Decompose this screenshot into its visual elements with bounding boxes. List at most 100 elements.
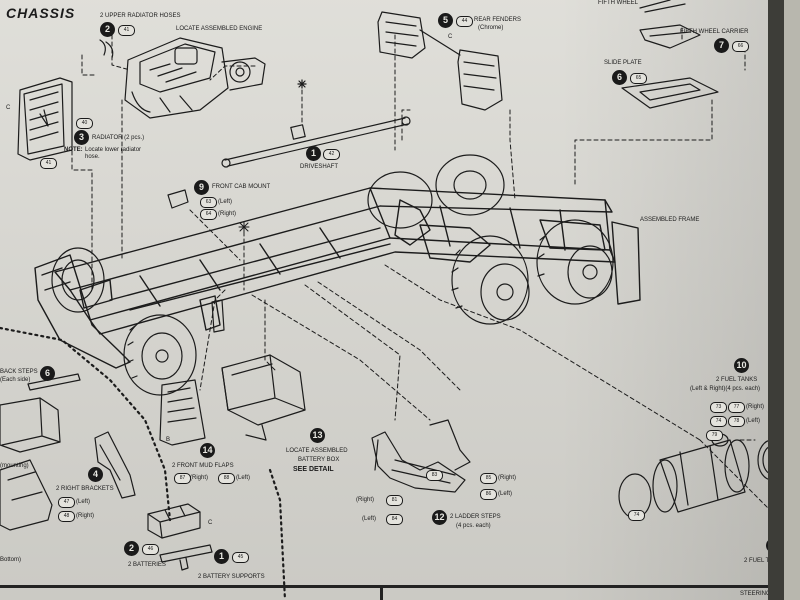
batteries-step: 2 [124,541,139,556]
brackets-step: 4 [88,467,103,482]
back-steps-sublabel: (Each side) [0,377,31,383]
brackets-label: 2 RIGHT BRACKETS [56,486,114,492]
detail-boundary [0,326,172,522]
cab-mount-left: (Left) [218,199,233,205]
radiator-step: 3 [74,130,89,145]
fuel-tanks-sublabel: (Left & Right)(4 pcs. each) [690,386,761,392]
ladder-left-label: (Left) [362,516,377,522]
bottom-rule [0,585,800,588]
back-steps-label: BACK STEPS [0,369,38,375]
wheels-drawing [51,154,614,396]
slide-plate-part: 65 [630,73,647,84]
cab-mount-step: 9 [194,180,209,195]
fender-mark-c: C [448,34,453,40]
ladder-part-86: 86 [480,489,497,500]
leader-battery [264,299,276,371]
driveshaft-part: 42 [323,149,340,160]
upper-hoses-shape [99,39,114,59]
leader-slide [574,99,713,186]
steering-fragment: STEERING [740,591,771,597]
battery-supports-label: 2 BATTERY SUPPORTS [198,574,265,580]
fifth-wheel-carrier-part: 66 [732,41,749,52]
ladder-steps-drawing [371,419,471,493]
leader-hoses [81,54,96,76]
cab-mount-shape [167,189,189,209]
fuel-left-1: (Left) [746,418,761,424]
mud-flap-part-88: 88 [218,473,235,484]
rear-fenders-step: 5 [438,13,453,28]
radiator-note: Locate lower radiator hose. [85,147,142,160]
fuel-tanks-label: 2 FUEL TANKS [716,377,758,383]
ladder-part-84: 84 [386,514,403,525]
rear-fenders-label: REAR FENDERS [474,17,522,23]
radiator-part-a: 40 [76,118,93,129]
brackets-right: (Right) [76,513,95,519]
brackets-left: (Left) [76,499,91,505]
ladder-part-83: 83 [426,470,443,481]
cab-mount-part-left: 63 [200,197,217,208]
left-detail-drawing [0,373,213,571]
ladder-steps-step: 12 [432,510,447,525]
mounting-fragment: (mounting) [0,463,29,469]
driveshaft-drawing [221,79,411,168]
leader-battery-2 [251,294,431,421]
fuel-part-74b: 74 [628,510,645,521]
fuel-part-77: 77 [728,402,745,413]
brackets-part-48: 48 [58,511,75,522]
leader-hoses-2 [111,27,131,71]
battery-box-label2: BATTERY BOX [298,457,340,463]
driveshaft-step: 1 [306,146,321,161]
leader-ladder-2 [304,284,401,421]
fuel-right-1: (Right) [746,404,765,410]
ladder-steps-label: 2 LADDER STEPS [450,514,501,520]
fuel-part-74: 74 [710,416,727,427]
fifth-wheel-drawing [621,0,719,109]
leader-ladder [317,281,461,391]
cab-mount-right: (Right) [218,211,237,217]
leader-fueltank [384,264,701,441]
leader-cabmount [189,209,241,261]
engine-label: LOCATE ASSEMBLED ENGINE [176,26,263,32]
fuel-part-79: 79 [706,430,723,441]
mud-flap-mark-b: B [166,437,171,443]
mud-flap-left: (Left) [236,475,251,481]
ladder-right-label: (Right) [356,497,375,503]
battery-box-step: 13 [310,428,325,443]
radiator-part-b: 41 [40,158,57,169]
cab-mount-part-right: 64 [200,209,217,220]
mud-flap-part-87: 87 [174,473,191,484]
upper-hoses-label: 2 UPPER RADIATOR HOSES [100,13,181,19]
fuel-part-73: 73 [710,402,727,413]
battery-supports-step: 1 [214,549,229,564]
fuel-tank-drawing [618,433,787,519]
page-title: CHASSIS [6,5,76,21]
battery-box-label: LOCATE ASSEMBLED [286,448,348,454]
radiator-mark-c: C [6,105,11,111]
back-steps-step: 6 [40,366,55,381]
batteries-label: 2 BATTERIES [128,562,166,568]
frame-drawing [34,187,641,369]
ladder-part-81: 81 [386,495,403,506]
leader-radiator [71,101,93,291]
battery-box-see-detail: SEE DETAIL [293,466,334,473]
detail-boundary-2 [268,468,287,600]
bottom-fragment: Bottom) [0,557,22,563]
driveshaft-label: DRIVESHAFT [300,164,339,170]
fifth-wheel-carrier-label: FIFTH WHEEL CARRIER [680,29,749,35]
rear-fenders-sublabel: (Chrome) [478,25,504,31]
fuel-tanks-step: 10 [734,358,749,373]
mud-flaps-label: 2 FRONT MUD FLAPS [172,463,234,469]
fuel-tank-label: 2 FUEL TANK [744,558,782,564]
radiator-drawing [17,77,73,161]
fifth-wheel-carrier-step: 7 [714,38,729,53]
ladder-part-85: 85 [480,473,497,484]
bottom-divider [380,588,383,600]
battery-mark-c: C [208,520,213,526]
mud-flap-drawing [159,299,225,446]
ladder-left-label-2: (Left) [498,491,513,497]
fuel-part-78: 78 [728,416,745,427]
batteries-part: 46 [142,544,159,555]
battery-box-drawing [221,354,306,441]
mud-flap-right: (Right) [190,475,209,481]
